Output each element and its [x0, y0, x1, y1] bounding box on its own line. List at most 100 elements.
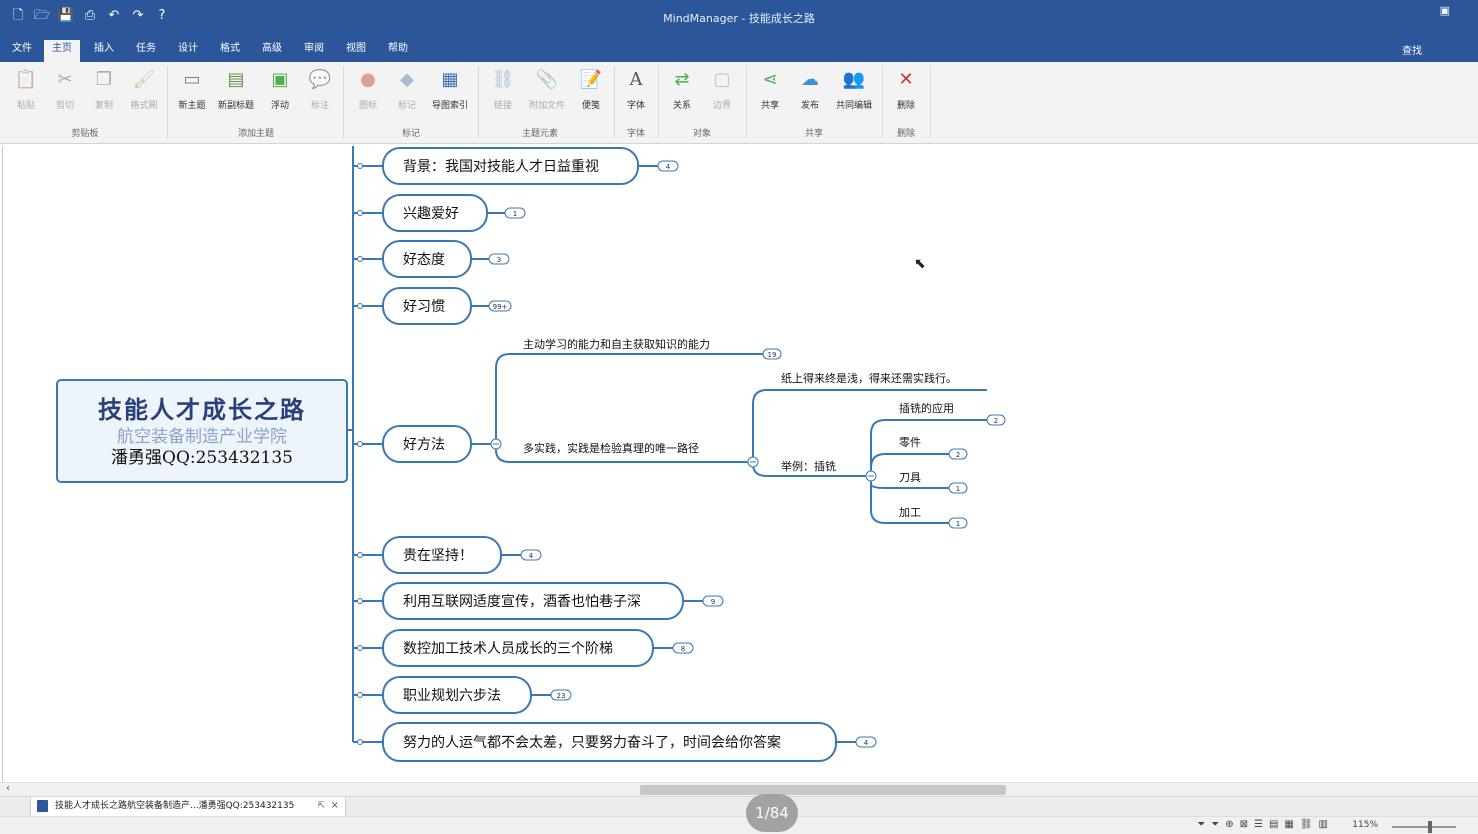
tab-advanced[interactable]: 高级 — [262, 43, 282, 54]
new-topic-button[interactable]: ▭新主题 — [178, 69, 206, 111]
collapsed-count: 9 — [711, 598, 715, 606]
leaf-topic[interactable]: 加工 — [899, 506, 921, 519]
topic-hard-work[interactable]: 努力的人运气都不会太差，只要努力奋斗了，时间会给你答案 4 — [382, 722, 877, 762]
topic-method[interactable]: 好方法 — [382, 425, 472, 463]
focus-icon[interactable]: ⊕ — [1225, 819, 1234, 830]
collapsed-count-badge[interactable] — [657, 160, 679, 172]
co-edit-button[interactable]: 👥共同编辑 — [835, 69, 872, 111]
callout-icon: 💬 — [308, 69, 332, 90]
pin-icon[interactable]: ⇱ — [317, 801, 325, 811]
filter-icon[interactable]: ⏷ — [1197, 819, 1206, 830]
callout-button[interactable]: 💬标注 — [308, 69, 332, 111]
topic-interest[interactable]: 兴趣爱好 1 — [382, 194, 526, 232]
layout-icon[interactable]: ▥ — [1318, 819, 1328, 830]
collapsed-count: 2 — [956, 451, 960, 459]
tab-insert[interactable]: 插入 — [94, 43, 114, 54]
topic-habits[interactable]: 好习惯 99+ — [382, 287, 512, 325]
zoom-slider-knob[interactable] — [1428, 821, 1432, 833]
tab-design[interactable]: 设计 — [178, 43, 198, 54]
collapsed-count-badge[interactable] — [488, 253, 510, 265]
map-canvas[interactable]: 技能人才成长之路 航空装备制造产业学院 潘勇强QQ:253432135 背景：我… — [2, 146, 1476, 782]
topic-label: 好方法 — [403, 437, 445, 453]
topic-three-steps[interactable]: 数控加工技术人员成长的三个阶梯 8 — [382, 629, 694, 667]
collapsed-count-badge[interactable] — [948, 517, 968, 529]
collapsed-count-badge[interactable] — [672, 642, 694, 654]
scroll-thumb[interactable] — [640, 785, 1006, 795]
collapsed-count-badge[interactable] — [948, 448, 968, 460]
tab-help[interactable]: 帮助 — [388, 43, 408, 54]
subtopic-practice[interactable]: 多实践，实践是检验真理的唯一路径 — [523, 441, 699, 455]
floating-topic-button[interactable]: ▣浮动 — [258, 68, 302, 111]
find-button[interactable]: 查找 — [1402, 46, 1422, 57]
undo-icon[interactable]: ↶ — [108, 8, 120, 23]
schedule-view-icon[interactable]: ▦ — [1284, 819, 1294, 830]
collapsed-count-badge[interactable] — [986, 414, 1006, 426]
new-subtopic-button[interactable]: ▤新副标题 — [217, 69, 254, 111]
restore-window-icon[interactable]: ▣ — [1439, 4, 1450, 17]
close-tab-icon[interactable]: × — [330, 800, 339, 811]
subtree-line — [752, 389, 987, 462]
tab-format[interactable]: 格式 — [220, 43, 240, 54]
cut-button[interactable]: ✂剪切 — [43, 68, 87, 111]
delete-button[interactable]: ✕删除 — [884, 68, 928, 111]
tab-home[interactable]: 主页 — [44, 40, 80, 62]
tab-review[interactable]: 审阅 — [304, 43, 324, 54]
gantt-view-icon[interactable]: ▤ — [1268, 819, 1279, 830]
topic-career-planning[interactable]: 职业规划六步法 23 — [382, 676, 572, 714]
central-topic[interactable]: 技能人才成长之路 航空装备制造产业学院 潘勇强QQ:253432135 — [56, 379, 348, 483]
subtopic-quote[interactable]: 纸上得来终是浅，得来还需实践行。 — [781, 371, 957, 385]
scroll-left-arrow-icon[interactable]: ‹ — [6, 783, 10, 794]
collapsed-count-badge[interactable] — [488, 300, 512, 312]
collapsed-count-badge[interactable] — [520, 549, 542, 561]
attach-file-button[interactable]: 📎附加文件 — [528, 69, 565, 111]
open-folder-icon[interactable]: 🗁 — [33, 8, 51, 23]
leaf-topic[interactable]: 插铣的应用 — [899, 401, 954, 415]
link-button[interactable]: ⛓链接 — [491, 69, 515, 111]
filter-options-icon[interactable]: ⏷ — [1211, 819, 1220, 830]
icons-icon: ● — [360, 69, 376, 90]
topic-persistence[interactable]: 贵在坚持！ 4 — [382, 536, 542, 574]
publish-button[interactable]: ☁发布 — [788, 68, 832, 111]
collapsed-count-badge[interactable] — [855, 736, 877, 748]
zoom-slider[interactable] — [1392, 821, 1456, 833]
link-map-icon[interactable]: ⛓ — [1299, 819, 1313, 830]
fit-map-icon[interactable]: ⊠ — [1239, 819, 1248, 830]
share-button[interactable]: ⋖共享 — [748, 68, 792, 111]
collapsed-count-badge[interactable] — [762, 348, 782, 360]
copy-button[interactable]: ❐复制 — [82, 68, 126, 111]
subtopic-example[interactable]: 举例：插铣 — [781, 459, 836, 473]
boundary-button[interactable]: ▢边界 — [700, 68, 744, 111]
document-tab[interactable]: 技能人才成长之路航空装备制造产...潘勇强QQ:253432135 ⇱ × — [30, 797, 346, 817]
relationship-button[interactable]: ⇄关系 — [660, 68, 704, 111]
tags-icon: ◆ — [400, 69, 414, 90]
save-icon[interactable]: 💾 — [57, 8, 75, 23]
tab-file[interactable]: 文件 — [12, 43, 32, 54]
topic-label: 好习惯 — [403, 298, 445, 315]
outline-view-icon[interactable]: ☰ — [1253, 819, 1263, 830]
icons-button[interactable]: ●图标 — [346, 68, 390, 111]
new-file-icon[interactable]: 🗋 — [12, 8, 24, 23]
paste-button[interactable]: 📋粘贴 — [14, 69, 38, 111]
subtopic-self-learning[interactable]: 主动学习的能力和自主获取知识的能力 — [523, 337, 710, 351]
tags-button[interactable]: ◆标记 — [385, 68, 429, 111]
print-icon[interactable]: ⎙ — [84, 8, 96, 23]
horizontal-scrollbar[interactable]: ‹ — [0, 782, 1478, 796]
redo-icon[interactable]: ↷ — [132, 8, 144, 23]
topic-background[interactable]: 背景：我国对技能人才日益重视 4 — [382, 147, 679, 185]
collapsed-count-badge[interactable] — [702, 595, 724, 607]
tab-task[interactable]: 任务 — [136, 43, 156, 54]
topic-attitude[interactable]: 好态度 3 — [382, 240, 510, 278]
collapsed-count-badge[interactable] — [948, 482, 968, 494]
format-painter-button[interactable]: 🖌格式刷 — [130, 69, 158, 111]
tab-view[interactable]: 视图 — [346, 43, 366, 54]
map-index-button[interactable]: ▦导图索引 — [431, 69, 468, 111]
collapsed-count-badge[interactable] — [550, 689, 572, 701]
topic-internet[interactable]: 利用互联网适度宣传，酒香也怕巷子深 9 — [382, 582, 724, 620]
leaf-topic[interactable]: 零件 — [899, 436, 921, 449]
collapsed-count-badge[interactable] — [504, 207, 526, 219]
leaf-topic[interactable]: 刀具 — [899, 471, 921, 484]
topic-label: 数控加工技术人员成长的三个阶梯 — [403, 641, 613, 657]
help-icon[interactable]: ? — [158, 8, 166, 23]
notes-button[interactable]: 📝便笺 — [579, 69, 603, 111]
